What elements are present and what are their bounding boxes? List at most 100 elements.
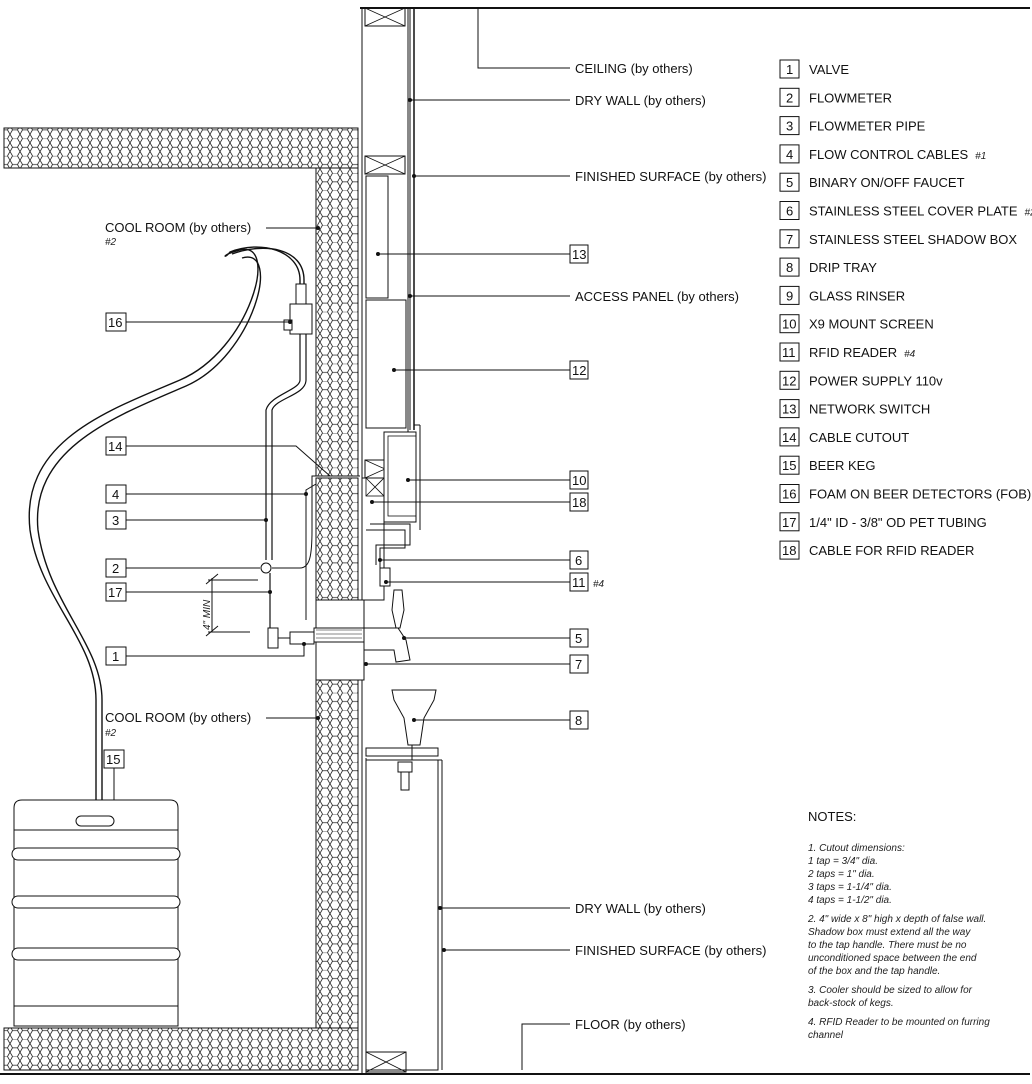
legend-text: STAINLESS STEEL COVER PLATE#2 xyxy=(809,204,1032,219)
tag-6: 6 xyxy=(569,550,589,570)
tag-2: 2 xyxy=(105,558,127,578)
note-line: 4. RFID Reader to be mounted on furring xyxy=(808,1017,990,1028)
beer-keg xyxy=(11,799,181,1027)
note-line: to the tap handle. There must be no xyxy=(808,940,967,951)
legend-text: RFID READER#4 xyxy=(809,345,916,360)
legend-number: 14 xyxy=(782,430,796,445)
legend-number: 4 xyxy=(786,147,793,162)
fob-detector xyxy=(265,283,360,628)
legend-text: GLASS RINSER xyxy=(809,288,905,303)
tag-13: 13 xyxy=(569,244,589,264)
legend-text: CABLE FOR RFID READER xyxy=(809,543,974,558)
legend-ref: #4 xyxy=(904,349,916,360)
svg-text:11: 11 xyxy=(572,575,586,590)
tag-12: 12 xyxy=(569,360,589,380)
legend-text: FLOWMETER xyxy=(809,90,892,105)
legend-number: 6 xyxy=(786,204,793,219)
beer-line xyxy=(28,246,305,800)
note-line: 1 tap = 3/4" dia. xyxy=(808,856,878,867)
svg-text:5: 5 xyxy=(575,631,582,646)
legend-item: 9 GLASS RINSER xyxy=(779,285,905,305)
svg-text:17: 17 xyxy=(108,585,122,600)
notes: 1. Cutout dimensions:1 tap = 3/4" dia.2 … xyxy=(807,843,990,1041)
tag-14: 14 xyxy=(105,436,127,456)
legend-text: FOAM ON BEER DETECTORS (FOB) xyxy=(809,487,1031,502)
power-supply xyxy=(365,299,407,429)
legend-number: 7 xyxy=(786,232,793,247)
note-line: unconditioned space between the end xyxy=(808,953,977,964)
tag-11: 11 xyxy=(569,572,589,592)
svg-text:18: 18 xyxy=(572,495,586,510)
tag-5: 5 xyxy=(569,628,589,648)
legend-text: BEER KEG xyxy=(809,458,875,473)
legend-number: 12 xyxy=(782,373,796,388)
tag-15: 15 xyxy=(103,749,125,769)
note-line: Shadow box must extend all the way xyxy=(808,927,971,938)
false-wall-mid xyxy=(361,477,411,601)
legend-text: 1/4" ID - 3/8" OD PET TUBING xyxy=(809,515,987,530)
callout-11-ref: #4 xyxy=(593,579,605,590)
legend-number: 13 xyxy=(782,402,796,417)
legend-number: 3 xyxy=(786,119,793,134)
svg-text:7: 7 xyxy=(575,657,582,672)
legend-number: 15 xyxy=(782,458,796,473)
callout-cool-room-top-ref: #2 xyxy=(105,237,117,248)
legend-text: STAINLESS STEEL SHADOW BOX xyxy=(809,232,1017,247)
note-line: 1. Cutout dimensions: xyxy=(808,843,905,854)
note-line: 4 taps = 1-1/2" dia. xyxy=(808,895,892,906)
note-line: 3. Cooler should be sized to allow for xyxy=(808,985,973,996)
legend-number: 11 xyxy=(782,345,796,360)
svg-text:13: 13 xyxy=(572,247,586,262)
tag-17: 17 xyxy=(105,582,127,602)
legend-item: 7 STAINLESS STEEL SHADOW BOX xyxy=(779,229,1017,249)
legend-number: 9 xyxy=(786,288,793,303)
legend-number: 2 xyxy=(786,90,793,105)
legend-item: 1 VALVE xyxy=(779,59,849,79)
legend-text: CABLE CUTOUT xyxy=(809,430,909,445)
legend-number: 1 xyxy=(786,62,793,77)
notes-title: NOTES: xyxy=(808,809,856,824)
callout-access-panel: ACCESS PANEL (by others) xyxy=(575,289,739,304)
tag-16: 16 xyxy=(105,312,127,332)
legend-number: 5 xyxy=(786,175,793,190)
legend-text: POWER SUPPLY 110v xyxy=(809,373,943,388)
svg-text:16: 16 xyxy=(108,315,122,330)
legend-number: 16 xyxy=(782,487,796,502)
legend-item: 15 BEER KEG xyxy=(779,455,875,475)
cool-room-walls xyxy=(3,127,359,1071)
callout-finished-surface-top: FINISHED SURFACE (by others) xyxy=(575,169,766,184)
svg-text:10: 10 xyxy=(572,473,586,488)
legend-item: 6 STAINLESS STEEL COVER PLATE#2 xyxy=(779,201,1032,220)
legend-text: X9 MOUNT SCREEN xyxy=(809,317,934,332)
dimension-label: 4" MIN xyxy=(202,599,213,630)
legend-text: VALVE xyxy=(809,62,849,77)
legend-item: 11 RFID READER#4 xyxy=(779,342,916,362)
legend-ref: #1 xyxy=(975,151,986,162)
svg-text:4: 4 xyxy=(112,487,119,502)
legend-text: NETWORK SWITCH xyxy=(809,402,930,417)
legend-item: 16 FOAM ON BEER DETECTORS (FOB) xyxy=(779,484,1031,503)
legend-number: 8 xyxy=(786,260,793,275)
svg-text:3: 3 xyxy=(112,513,119,528)
callout-leaders xyxy=(113,8,570,1070)
callout-ceiling: CEILING (by others) xyxy=(575,61,693,76)
tag-1: 1 xyxy=(105,646,127,666)
svg-text:8: 8 xyxy=(575,713,582,728)
svg-text:6: 6 xyxy=(575,553,582,568)
tag-18: 18 xyxy=(569,492,589,512)
tag-10: 10 xyxy=(569,470,589,490)
tag-3: 3 xyxy=(105,510,127,530)
drip-tray xyxy=(365,689,439,791)
svg-text:12: 12 xyxy=(572,363,586,378)
false-wall-lower xyxy=(361,680,443,1074)
note-line: 3 taps = 1-1/4" dia. xyxy=(808,882,892,893)
callout-finished-surface-bottom: FINISHED SURFACE (by others) xyxy=(575,943,766,958)
legend-item: 14 CABLE CUTOUT xyxy=(779,427,909,447)
